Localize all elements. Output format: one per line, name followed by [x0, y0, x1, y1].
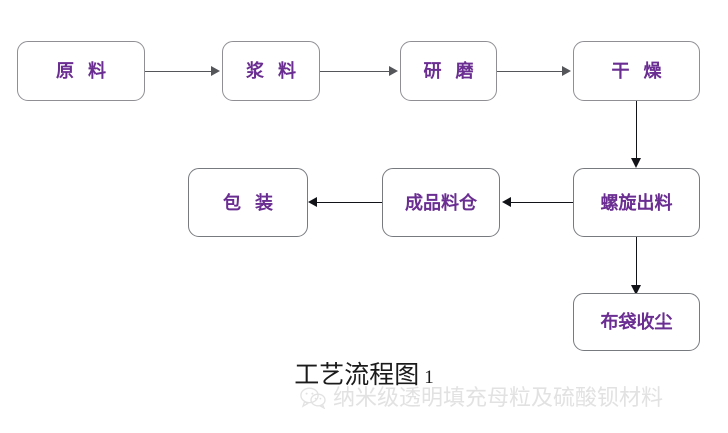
arrowhead-grinding-to-drying — [562, 66, 571, 76]
arrowhead-finished-silo-to-packaging — [308, 197, 317, 207]
connector-raw-material-to-slurry — [145, 71, 211, 72]
node-bag-dust-collector[interactable]: 布袋收尘 — [573, 293, 700, 351]
node-raw-material[interactable]: 原料 — [17, 41, 145, 101]
node-screw-discharge[interactable]: 螺旋出料 — [573, 168, 700, 237]
arrowhead-screw-discharge-to-bag-dust-collector — [631, 285, 641, 295]
arrowhead-screw-discharge-to-finished-silo — [502, 197, 511, 207]
node-slurry[interactable]: 浆料 — [222, 41, 320, 101]
arrowhead-slurry-to-grinding — [389, 66, 398, 76]
watermark-text: 纳米级透明填充母粒及硫酸钡材料 — [333, 385, 664, 410]
arrowhead-raw-material-to-slurry — [211, 66, 220, 76]
wechat-logo-icon — [300, 387, 326, 409]
node-grinding[interactable]: 研磨 — [400, 41, 497, 101]
node-finished-silo[interactable]: 成品料仓 — [382, 168, 500, 237]
connector-drying-to-screw-discharge — [636, 101, 637, 159]
watermark: 纳米级透明填充母粒及硫酸钡材料 — [300, 387, 663, 409]
figure-caption-text: 工艺流程图 — [294, 362, 420, 389]
connector-screw-discharge-to-bag-dust-collector — [636, 237, 637, 287]
figure-caption-number: 1 — [424, 367, 434, 388]
connector-finished-silo-to-packaging — [317, 202, 382, 203]
connector-slurry-to-grinding — [320, 71, 389, 72]
connector-screw-discharge-to-finished-silo — [511, 202, 573, 203]
node-packaging[interactable]: 包装 — [188, 168, 308, 237]
node-drying[interactable]: 干燥 — [573, 41, 700, 101]
arrowhead-drying-to-screw-discharge — [631, 158, 641, 168]
connector-grinding-to-drying — [497, 71, 562, 72]
